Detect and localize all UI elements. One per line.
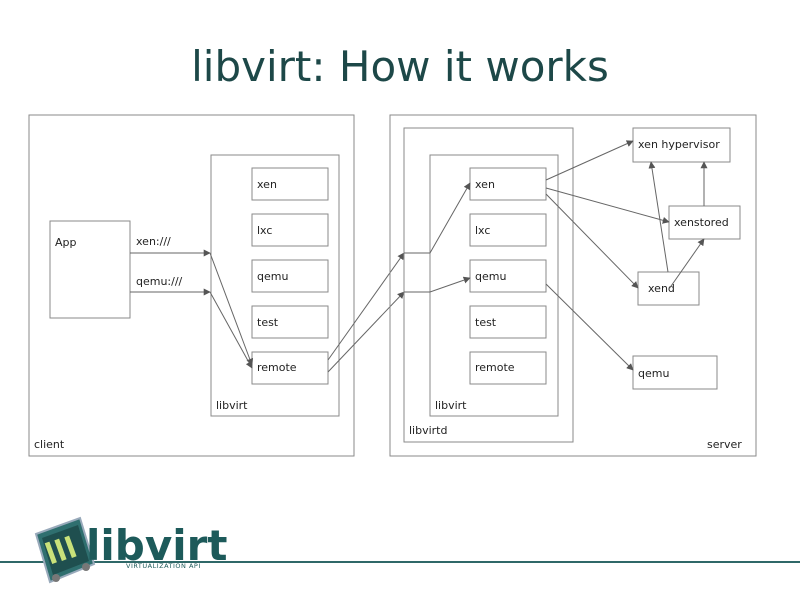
edge-xen-to-hypervisor bbox=[545, 140, 634, 181]
server-driver-qemu bbox=[469, 259, 547, 293]
uri-xen-label: xen:/// bbox=[136, 235, 171, 248]
client-driver-test bbox=[251, 305, 329, 339]
libvirt-logo: libvirt VIRTUALIZATION API bbox=[34, 516, 227, 584]
server-label: server bbox=[707, 438, 742, 451]
logo-text: libvirt bbox=[86, 521, 227, 570]
slide-title: libvirt: How it works bbox=[191, 42, 609, 91]
client-driver-qemu bbox=[251, 259, 329, 293]
server-libvirt-label: libvirt bbox=[435, 399, 467, 412]
server-driver-qemu-label: qemu bbox=[475, 270, 506, 283]
qemu-process-box bbox=[632, 355, 718, 390]
client-driver-xen bbox=[251, 167, 329, 201]
libvirtd-frame bbox=[403, 127, 574, 443]
app-box bbox=[49, 220, 131, 319]
server-driver-xen bbox=[469, 167, 547, 201]
edge-xend-to-hypervisor bbox=[648, 161, 669, 273]
client-driver-xen-label: xen bbox=[257, 178, 277, 191]
libvirtd-label: libvirtd bbox=[409, 424, 447, 437]
edge-libvirtd-to-xen bbox=[404, 182, 471, 254]
client-driver-lxc bbox=[251, 213, 329, 247]
xenstored-label: xenstored bbox=[674, 216, 729, 229]
client-libvirt-label: libvirt bbox=[216, 399, 248, 412]
edge-qemu-to-process bbox=[545, 283, 634, 371]
client-driver-remote-label: remote bbox=[257, 361, 297, 374]
server-driver-remote bbox=[469, 351, 547, 385]
logo-server-icon bbox=[34, 516, 96, 584]
edge-remote-to-server-qemu bbox=[327, 291, 405, 373]
edge-xen-uri-remote bbox=[209, 252, 254, 366]
edge-xen-to-xenstored bbox=[545, 187, 670, 224]
xend-label: xend bbox=[648, 282, 675, 295]
server-libvirt-frame bbox=[429, 154, 559, 417]
xen-hypervisor-box bbox=[632, 127, 731, 163]
qemu-process-label: qemu bbox=[638, 367, 669, 380]
footer-divider bbox=[0, 561, 800, 563]
client-driver-lxc-label: lxc bbox=[257, 224, 272, 237]
app-label: App bbox=[55, 236, 77, 249]
client-label: client bbox=[34, 438, 65, 451]
client-driver-qemu-label: qemu bbox=[257, 270, 288, 283]
server-frame bbox=[389, 114, 757, 457]
edge-xend-to-xenstored bbox=[668, 238, 705, 290]
edge-remote-to-server-xen bbox=[327, 252, 405, 361]
server-driver-remote-label: remote bbox=[475, 361, 515, 374]
server-driver-test-label: test bbox=[475, 316, 497, 329]
server-driver-lxc-label: lxc bbox=[475, 224, 490, 237]
uri-qemu-label: qemu:/// bbox=[136, 275, 183, 288]
server-driver-test bbox=[469, 305, 547, 339]
server-driver-lxc bbox=[469, 213, 547, 247]
xend-box bbox=[637, 271, 700, 306]
client-libvirt-frame bbox=[210, 154, 340, 417]
logo-subtitle: VIRTUALIZATION API bbox=[126, 562, 201, 570]
client-driver-test-label: test bbox=[257, 316, 279, 329]
server-driver-xen-label: xen bbox=[475, 178, 495, 191]
xen-hypervisor-label: xen hypervisor bbox=[638, 138, 720, 151]
edge-qemu-uri-remote bbox=[209, 291, 253, 369]
client-frame bbox=[28, 114, 355, 457]
edge-xen-to-xend bbox=[545, 193, 639, 289]
edge-libvirtd-to-qemu bbox=[404, 276, 471, 293]
